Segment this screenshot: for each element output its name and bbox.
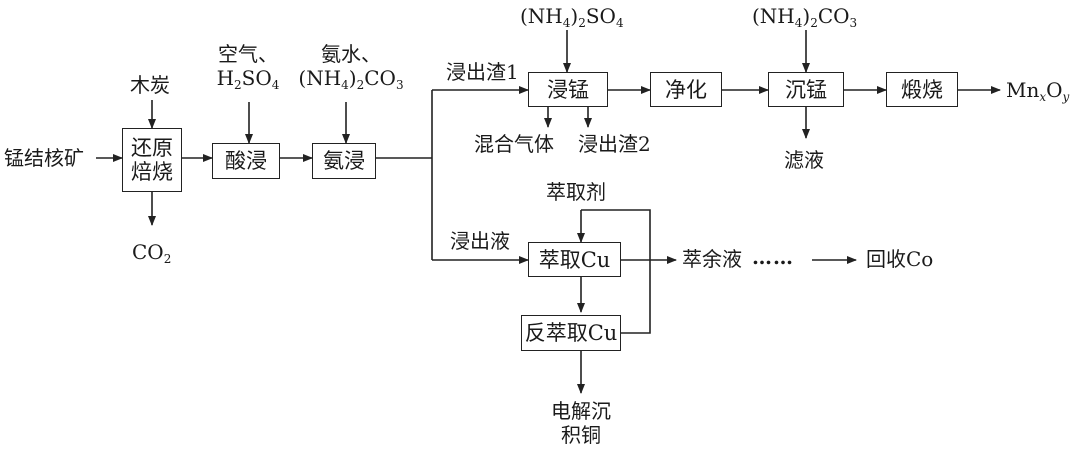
co3-text: CO bbox=[364, 66, 396, 90]
nh4co3-open: (NH bbox=[752, 4, 795, 28]
box-precip-mn: 沉锰 bbox=[768, 72, 844, 107]
label-leach-liquor: 浸出液 bbox=[450, 229, 510, 253]
label-ammonia-reagent: 氨水、 (NH4)2CO3 bbox=[292, 42, 410, 92]
product-mn: Mn bbox=[1006, 78, 1040, 102]
label-co2: CO2 bbox=[132, 240, 172, 266]
box-mn-leach: 浸锰 bbox=[528, 72, 608, 107]
so-sub: 4 bbox=[271, 78, 280, 92]
label-mixed-gas: 混合气体 bbox=[474, 132, 554, 156]
product-y: y bbox=[1062, 90, 1070, 104]
label-recover-co: 回收Co bbox=[866, 247, 934, 271]
co3-sub: 3 bbox=[395, 78, 404, 92]
label-leach-residue1: 浸出渣1 bbox=[446, 60, 519, 84]
box-back-extract-cu: 反萃取Cu bbox=[521, 315, 621, 351]
h-sub: 2 bbox=[234, 78, 242, 92]
line-recycle-loop bbox=[581, 209, 651, 334]
acid-reagent-line2: H2SO4 bbox=[212, 66, 284, 92]
h-text: H bbox=[216, 66, 235, 90]
label-electrowinning: 电解沉 积铜 bbox=[541, 399, 621, 447]
nh4-open: (NH bbox=[298, 66, 342, 90]
box-acid-leach: 酸浸 bbox=[212, 143, 280, 179]
box-calcine: 煅烧 bbox=[886, 72, 958, 107]
label-product-mnxoy: MnxOy bbox=[1006, 78, 1070, 104]
nh4so4-open: (NH bbox=[520, 4, 563, 28]
nh4co3-sub2: 2 bbox=[810, 16, 818, 30]
ammonia-line2: (NH4)2CO3 bbox=[292, 66, 410, 92]
label-nh4so4: (NH4)2SO4 bbox=[520, 4, 624, 30]
roast-line2: 焙烧 bbox=[131, 160, 173, 184]
label-nh4co3-top: (NH4)2CO3 bbox=[752, 4, 858, 30]
label-extractant: 萃取剂 bbox=[546, 180, 606, 204]
box-ammonia-leach: 氨浸 bbox=[312, 143, 376, 179]
label-raw-material: 锰结核矿 bbox=[4, 146, 84, 170]
label-leach-residue2: 浸出渣2 bbox=[578, 132, 651, 156]
product-o: O bbox=[1046, 78, 1063, 102]
nh4so4-sub2: 2 bbox=[578, 16, 586, 30]
nh4co3-co3-sub: 3 bbox=[849, 16, 858, 30]
nh4co3-close: ) bbox=[802, 4, 811, 28]
label-acid-reagent: 空气、 H2SO4 bbox=[212, 42, 284, 92]
electro-line2: 积铜 bbox=[561, 423, 601, 447]
product-x: x bbox=[1039, 90, 1047, 104]
electro-line1: 电解沉 bbox=[551, 399, 611, 423]
nh4-sub2: 2 bbox=[356, 78, 365, 92]
nh4so4-close: ) bbox=[570, 4, 579, 28]
co2-text: CO bbox=[132, 240, 164, 264]
nh4-close: ) bbox=[348, 66, 357, 90]
so4-sub: 4 bbox=[615, 16, 624, 30]
so4-text: SO bbox=[585, 4, 616, 28]
label-filtrate: 滤液 bbox=[784, 148, 824, 172]
box-extract-cu: 萃取Cu bbox=[528, 242, 621, 277]
roast-line1: 还原 bbox=[131, 136, 173, 160]
label-dots: …… bbox=[752, 245, 794, 269]
nh4co3-sub: 4 bbox=[794, 16, 803, 30]
co2-sub: 2 bbox=[163, 252, 172, 266]
label-charcoal: 木炭 bbox=[130, 73, 170, 97]
label-raffinate: 萃余液 bbox=[682, 247, 742, 271]
nh4so4-sub: 4 bbox=[562, 16, 571, 30]
nh4co3-co3: CO bbox=[817, 4, 850, 28]
box-reduction-roast: 还原 焙烧 bbox=[122, 128, 182, 192]
so-text: SO bbox=[241, 66, 272, 90]
ammonia-line1: 氨水、 bbox=[321, 42, 381, 66]
box-purify: 净化 bbox=[650, 72, 722, 107]
nh4-sub: 4 bbox=[341, 78, 349, 92]
acid-reagent-line1: 空气、 bbox=[218, 42, 278, 66]
